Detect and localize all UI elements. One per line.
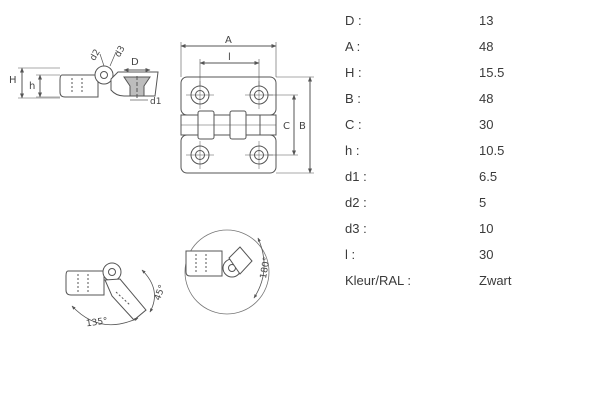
spec-label: Kleur/RAL : [345, 272, 411, 288]
spec-table: D : 13 A : 48 H : 15.5 B : 48 C : 30 h : 10.5 d1 : 6.… [345, 7, 512, 293]
technical-drawing: H h d2 d3 D d1 [9, 35, 314, 329]
spec-label: d3 : [345, 220, 367, 236]
spec-value: 6.5 [479, 168, 498, 184]
spec-value: 15.5 [479, 64, 505, 80]
spec-value: Zwart [479, 272, 512, 288]
label-135: 135° [86, 316, 109, 329]
label-45: 45° [153, 284, 168, 302]
spec-row: A : 48 [345, 33, 512, 59]
spec-value: 10.5 [479, 142, 505, 158]
spec-row: d1 : 6.5 [345, 163, 512, 189]
label-180: 180° [259, 256, 273, 279]
open-180-view [184, 229, 270, 315]
label-C: C [283, 121, 290, 132]
side-view [18, 51, 159, 101]
spec-label: B : [345, 90, 361, 106]
spec-label: l : [345, 246, 356, 262]
spec-value: 48 [479, 38, 494, 54]
spec-row: h : 10.5 [345, 137, 512, 163]
label-d1: d1 [150, 97, 161, 107]
spec-value: 13 [479, 12, 494, 28]
spec-row: l : 30 [345, 241, 512, 267]
spec-label: d1 : [345, 168, 367, 184]
spec-value: 48 [479, 90, 494, 106]
spec-label: d2 : [345, 194, 367, 210]
label-A: A [225, 35, 232, 46]
front-view [180, 42, 314, 174]
spec-label: C : [345, 116, 362, 132]
spec-label: h : [345, 142, 360, 158]
spec-value: 30 [479, 116, 494, 132]
label-d2: d2 [88, 48, 102, 63]
spec-row: H : 15.5 [345, 59, 512, 85]
label-d3: d3 [113, 44, 127, 59]
label-H: H [9, 75, 17, 86]
label-B: B [299, 121, 306, 132]
spec-row: d3 : 10 [345, 215, 512, 241]
spec-label: D : [345, 12, 362, 28]
spec-row: Kleur/RAL : Zwart [345, 267, 512, 293]
spec-row: d2 : 5 [345, 189, 512, 215]
label-h: h [29, 81, 35, 92]
spec-row: D : 13 [345, 7, 512, 33]
spec-row: B : 48 [345, 85, 512, 111]
spec-row: C : 30 [345, 111, 512, 137]
label-D: D [131, 57, 139, 68]
spec-value: 30 [479, 246, 494, 262]
spec-label: A : [345, 38, 361, 54]
spec-value: 5 [479, 194, 487, 210]
spec-label: H : [345, 64, 362, 80]
spec-value: 10 [479, 220, 494, 236]
label-l: l [228, 52, 231, 63]
open-135-view [65, 262, 155, 326]
